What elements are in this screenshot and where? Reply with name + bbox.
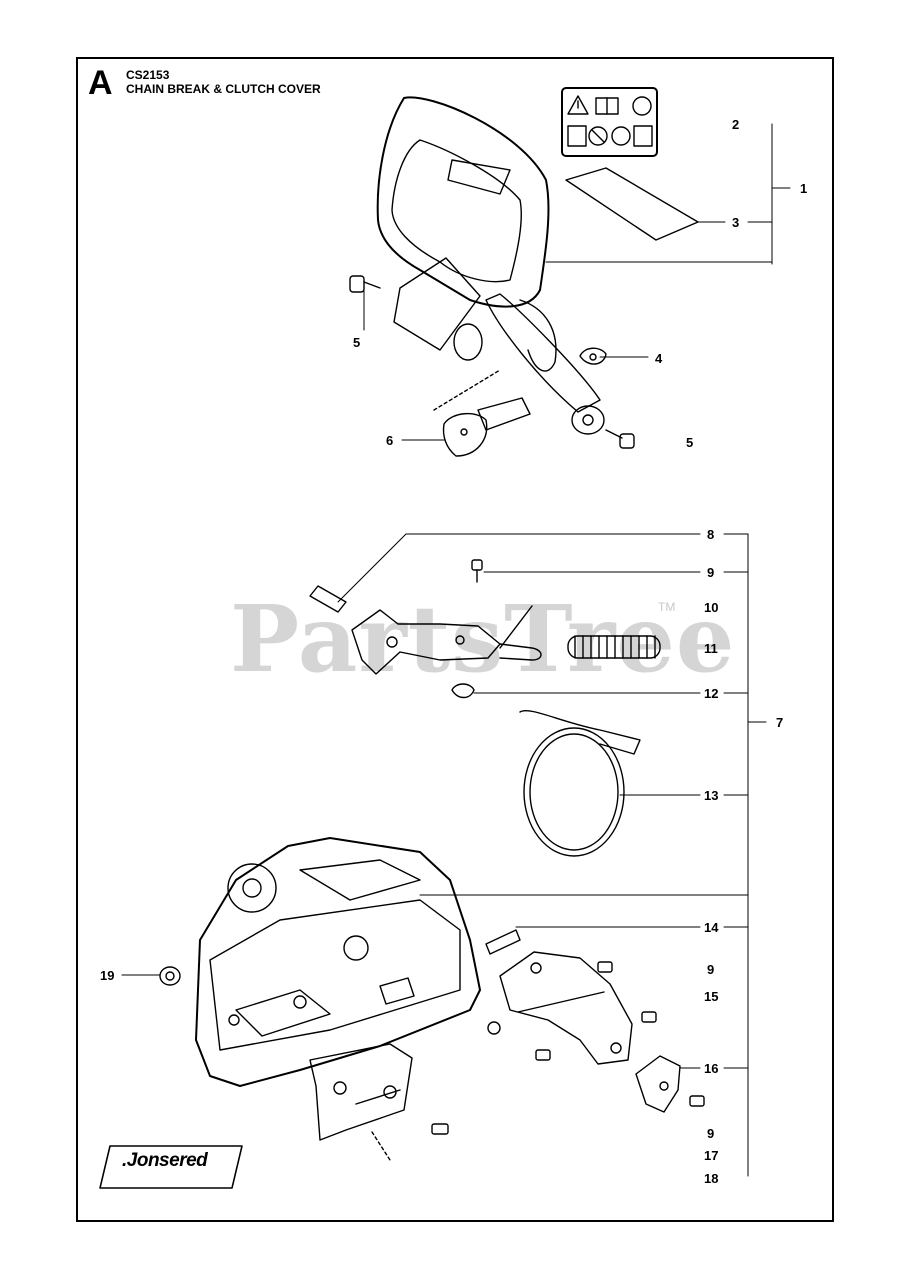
- callout-3: 3: [732, 215, 740, 230]
- callout-1: 1: [800, 181, 808, 196]
- brand-logo: .Jonsered: [122, 1150, 208, 1171]
- guide-plate: [309, 1043, 449, 1141]
- plate-part-15: [487, 951, 633, 1065]
- watermark-trademark: TM: [658, 600, 676, 614]
- callout-2: 2: [732, 117, 740, 132]
- callout-14: 14: [704, 920, 719, 935]
- screw-part-9-top: [471, 559, 483, 583]
- spring-pin-part-8: [309, 585, 347, 613]
- callout-5-lower: 5: [686, 435, 694, 450]
- callout-19: 19: [100, 968, 115, 983]
- dash-leader-3: [371, 1131, 391, 1161]
- callout-9-top: 9: [707, 565, 715, 580]
- catch-part-16: [635, 1055, 681, 1113]
- diagram-title: CHAIN BREAK & CLUTCH COVER: [126, 82, 321, 96]
- screw-lower-right: [605, 429, 635, 449]
- stud-part-14: [485, 929, 521, 955]
- callout-8: 8: [707, 527, 715, 542]
- callout-4: 4: [655, 351, 663, 366]
- knee-lever-part-10: [351, 609, 542, 675]
- callout-16: 16: [704, 1061, 719, 1076]
- screws-part-9: [535, 961, 705, 1107]
- brake-band-part-13: [519, 710, 641, 857]
- washer-part-19: [159, 966, 181, 986]
- washer-part-4: [579, 347, 607, 365]
- callout-9-middle: 9: [707, 962, 715, 977]
- callout-7: 7: [776, 715, 784, 730]
- clutch-cover-body: [195, 837, 481, 1087]
- dash-leader: [433, 369, 501, 411]
- leader-lines: [121, 123, 791, 1177]
- watermark: PartsTree: [230, 585, 736, 693]
- callout-18: 18: [704, 1171, 719, 1186]
- washer-part-12: [451, 683, 475, 699]
- callout-6: 6: [386, 433, 394, 448]
- brake-spring-part-11: [567, 635, 661, 659]
- callout-10: 10: [704, 600, 719, 615]
- dash-leader-2: [499, 605, 533, 649]
- callout-12: 12: [704, 686, 719, 701]
- spacer-part-6: [442, 397, 531, 457]
- screw-upper-left: [349, 275, 381, 293]
- decal-sheet: [565, 167, 699, 241]
- callout-13: 13: [704, 788, 719, 803]
- section-letter: A: [88, 64, 113, 102]
- callout-5-upper: 5: [353, 335, 361, 350]
- brand-logo-box: [99, 1145, 243, 1189]
- chain-brake-handle: [376, 96, 605, 435]
- callout-15: 15: [704, 989, 719, 1004]
- callout-9-bottom: 9: [707, 1126, 715, 1141]
- model-number: CS2153: [126, 68, 170, 82]
- callout-17: 17: [704, 1148, 719, 1163]
- callout-11: 11: [704, 641, 718, 656]
- diagram-frame: [76, 57, 834, 1222]
- warning-decal: [561, 87, 658, 157]
